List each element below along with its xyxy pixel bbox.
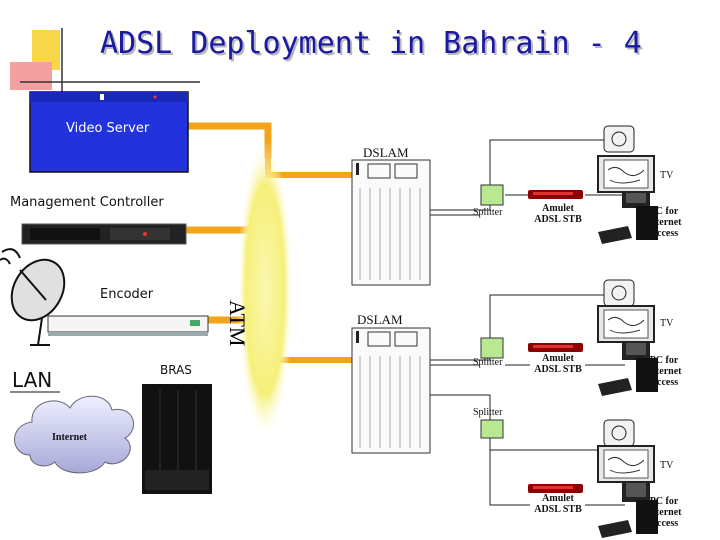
- tv-label: TV: [660, 460, 674, 471]
- satellite-dish-icon: [0, 248, 66, 346]
- stb-label: Amulet ADSL STB: [534, 493, 582, 515]
- tv-icon: [597, 155, 655, 193]
- splitter-label: Splitter: [473, 357, 503, 368]
- tv-label: TV: [660, 318, 674, 329]
- lan-label: LAN: [12, 368, 53, 392]
- pc-label: PC for Internet Access: [646, 496, 682, 529]
- encoder: [47, 315, 209, 336]
- bras-cabinet: [142, 384, 212, 494]
- stb-icon: [528, 190, 583, 199]
- tv-icon: [597, 305, 655, 343]
- stb-icon: [528, 484, 583, 493]
- splitter-icon: [480, 184, 504, 206]
- tv-icon: [597, 445, 655, 483]
- tv-label: TV: [660, 170, 674, 181]
- pc-label: PC for Internet Access: [646, 355, 682, 388]
- slide-title: ADSL Deployment in Bahrain - 4: [100, 26, 642, 61]
- splitter-label: Splitter: [473, 207, 503, 218]
- management-controller-label: Management Controller: [10, 195, 164, 210]
- phone-icon: [603, 419, 635, 447]
- internet-label: Internet: [52, 432, 87, 443]
- bras-label: BRAS: [160, 363, 192, 377]
- management-controller: [21, 223, 187, 245]
- stb-icon: [528, 343, 583, 352]
- video-server: [29, 91, 189, 173]
- stb-label: Amulet ADSL STB: [534, 203, 582, 225]
- internet-cloud-icon: [14, 395, 134, 474]
- phone-icon: [603, 125, 635, 153]
- splitter-icon: [480, 337, 504, 359]
- pc-label: PC for Internet Access: [646, 206, 682, 239]
- stb-label: Amulet ADSL STB: [534, 353, 582, 375]
- splitter-label: Splitter: [473, 407, 503, 418]
- pc-icon: [598, 336, 658, 396]
- phone-icon: [603, 279, 635, 307]
- video-server-label: Video Server: [66, 121, 150, 136]
- corner-decoration: [10, 28, 200, 108]
- dslam-bottom-label: DSLAM: [357, 312, 403, 327]
- dslam-top-label: DSLAM: [363, 145, 409, 160]
- dslam-rack-bottom: [351, 327, 431, 454]
- encoder-label: Encoder: [100, 287, 154, 302]
- atm-backbone: [237, 140, 293, 440]
- dslam-rack-top: [351, 159, 431, 286]
- atm-label: ATM: [225, 300, 250, 347]
- splitter-icon: [480, 419, 504, 439]
- subscriber-cabling: [430, 139, 625, 506]
